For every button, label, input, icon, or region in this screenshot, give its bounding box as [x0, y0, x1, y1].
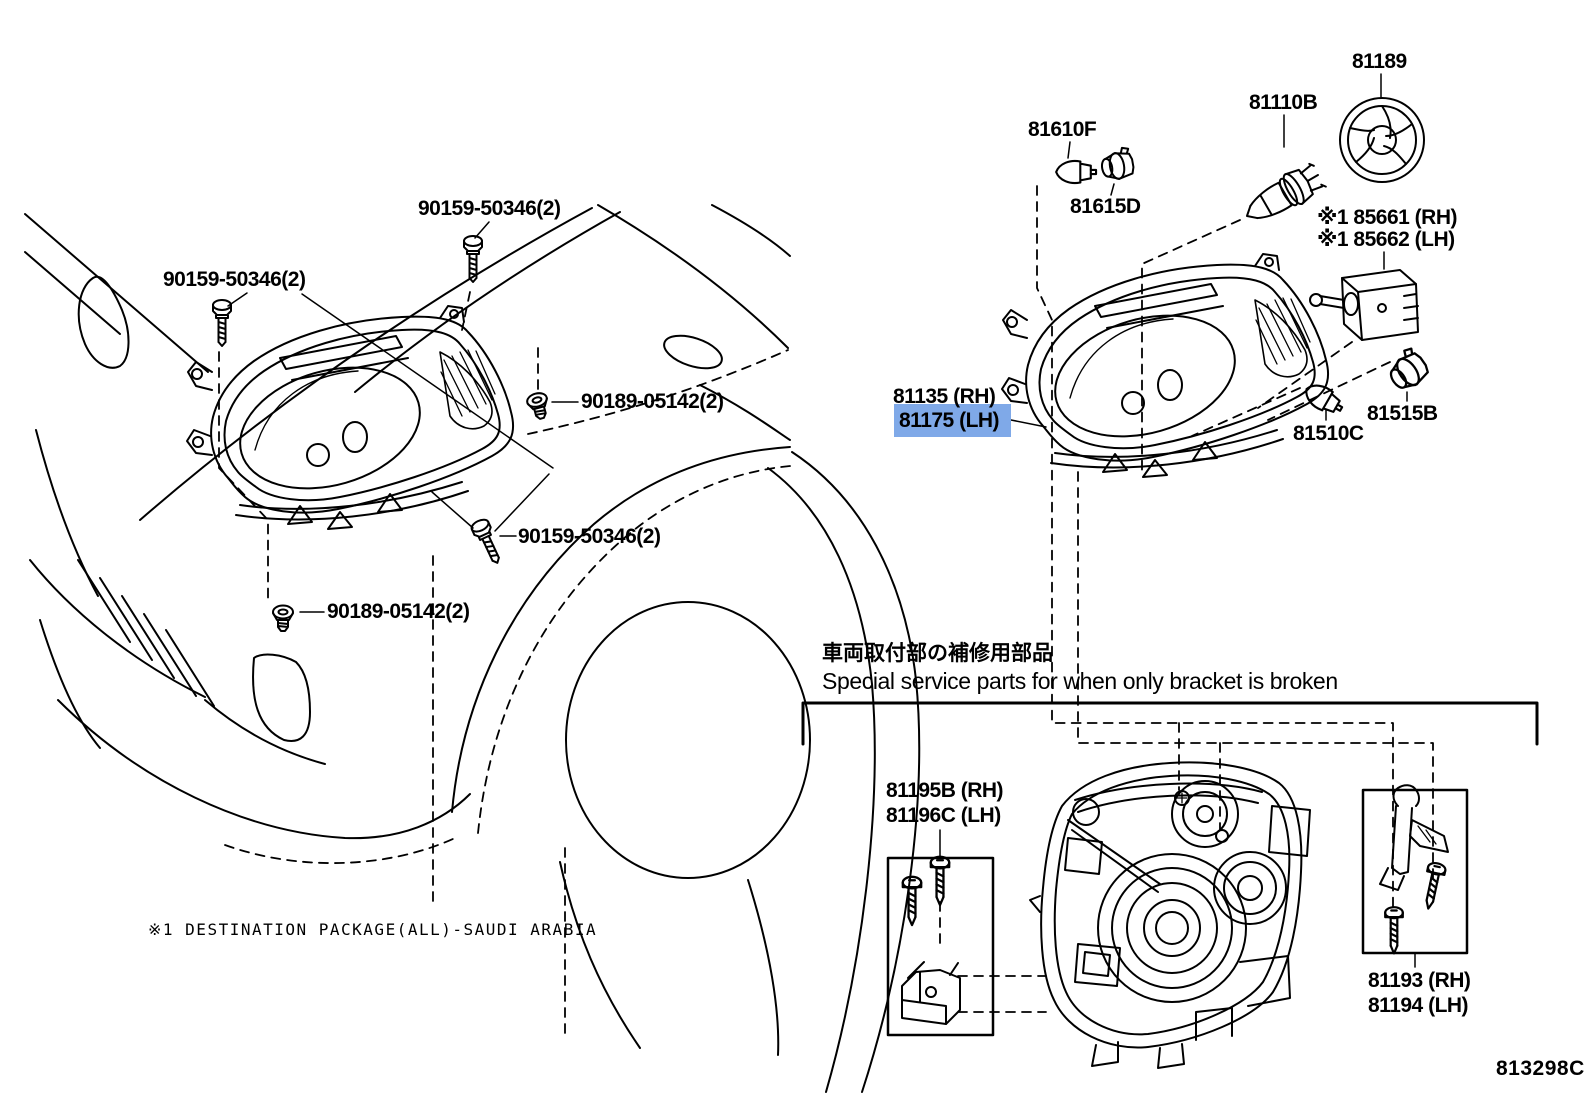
- service-note-en: Special service parts for when only brac…: [822, 668, 1338, 694]
- headlamp-rear-view: [1029, 761, 1311, 1069]
- highlight-selected-part: [894, 404, 1011, 437]
- part-label-85661[interactable]: ※1 85661 (RH): [1317, 206, 1457, 229]
- part-label-81196C[interactable]: 81196C (LH): [886, 804, 1001, 827]
- part-label-81175-selected[interactable]: 81175 (LH): [899, 409, 1000, 432]
- part-label-81135[interactable]: 81135 (RH): [893, 385, 996, 408]
- door-handle: [663, 334, 723, 370]
- part-label-81610F[interactable]: 81610F: [1028, 118, 1097, 141]
- figure-code: 813298C: [1496, 1057, 1585, 1080]
- clearance-bulb-icon: [1055, 159, 1098, 185]
- part-label-81515B[interactable]: 81515B: [1367, 402, 1438, 425]
- part-label-81189[interactable]: 81189: [1352, 50, 1407, 73]
- bolt-icon: [212, 299, 232, 347]
- car-body-drawing: [24, 204, 921, 1093]
- bracket-b-parts: [1379, 784, 1449, 955]
- wheel-opening: [565, 601, 811, 879]
- part-label-81194[interactable]: 81194 (LH): [1368, 994, 1469, 1017]
- part-label-bolt-3[interactable]: 90159-50346(2): [518, 525, 661, 548]
- section-bracket-line: [801, 701, 1539, 746]
- retainer-cap-icon: [1339, 97, 1425, 183]
- bolt-icon: [463, 235, 483, 283]
- destination-note: ※1 DESTINATION PACKAGE(ALL)-SAUDI ARABIA: [148, 920, 598, 939]
- mirror-outline: [77, 275, 130, 369]
- part-label-81110B[interactable]: 81110B: [1249, 91, 1318, 114]
- screw-clip-icon: [524, 390, 553, 422]
- part-label-screw-2[interactable]: 90189-05142(2): [327, 600, 470, 623]
- service-note-jp: 車両取付部の補修用部品: [822, 641, 1053, 665]
- headlamp-unit-on-car: [186, 305, 515, 530]
- leveling-motor-icon: [1309, 269, 1419, 341]
- part-label-81195B[interactable]: 81195B (RH): [886, 779, 1004, 802]
- bracket-a-parts: [901, 855, 961, 1025]
- part-label-screw-1[interactable]: 90189-05142(2): [581, 390, 724, 413]
- part-label-bolt-2[interactable]: 90159-50346(2): [163, 268, 306, 291]
- part-label-81615D[interactable]: 81615D: [1070, 195, 1141, 218]
- clearance-socket-icon: [1098, 145, 1137, 183]
- headlamp-unit-exploded: [1001, 253, 1330, 478]
- wheel-arch: [451, 446, 791, 813]
- part-label-bolt-1[interactable]: 90159-50346(2): [418, 197, 561, 220]
- headlamp-bulb-icon: [1237, 158, 1329, 232]
- part-label-81510C[interactable]: 81510C: [1293, 422, 1364, 445]
- bracket-a-box: [886, 856, 995, 1037]
- screw-clip-icon: [272, 604, 294, 632]
- grille-slats: [77, 559, 215, 707]
- leader-lines: [227, 73, 1416, 968]
- part-label-81193[interactable]: 81193 (RH): [1368, 969, 1471, 992]
- fog-lamp-recess: [252, 653, 311, 742]
- bracket-b-box: [1361, 788, 1469, 955]
- dashed-leader-lines: [218, 185, 1434, 1037]
- part-label-85662[interactable]: ※1 85662 (LH): [1317, 228, 1455, 251]
- turn-signal-socket-icon: [1381, 344, 1433, 396]
